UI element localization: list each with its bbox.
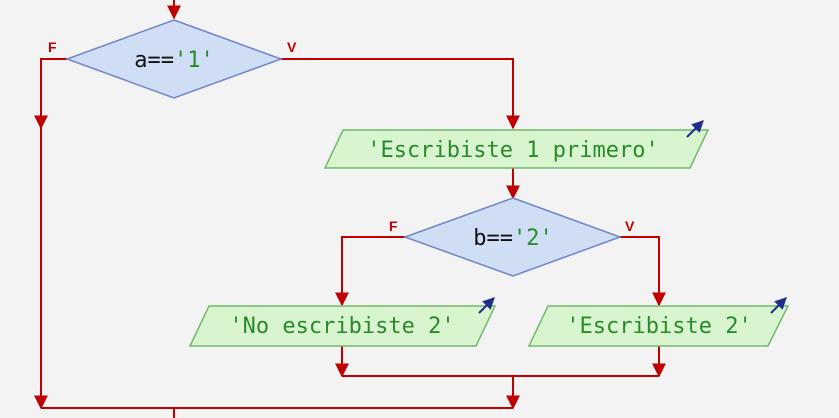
- output-si2[interactable]: 'Escribiste 2': [527, 297, 790, 347]
- output-si2-shape: [527, 305, 790, 347]
- output-no2[interactable]: 'No escribiste 2': [188, 297, 497, 347]
- cond-b-false-line: [335, 236, 405, 307]
- output-primero-shape: [323, 129, 710, 169]
- cond-b-true-line: [620, 236, 666, 307]
- decision-a-op: ==: [148, 48, 175, 73]
- output-primero[interactable]: 'Escribiste 1 primero': [323, 120, 710, 169]
- decision-a-true-tag: V: [287, 39, 297, 55]
- output-primero-text: 'Escribiste 1 primero': [367, 138, 658, 163]
- decision-b-diamond: [402, 197, 623, 277]
- flow-lines: [34, 0, 666, 418]
- decision-a-literal: '1': [174, 48, 214, 73]
- output-arrow-icon: [478, 297, 495, 314]
- decision-b-var: b: [473, 226, 486, 251]
- output-arrow-icon: [686, 120, 704, 138]
- decision-b-label: b=='2': [473, 226, 553, 251]
- decision-b-true-tag: V: [625, 218, 635, 234]
- decision-a-label: a=='1': [134, 48, 214, 73]
- decision-b-literal: '2': [513, 226, 553, 251]
- cond-a-true-line: [281, 58, 520, 130]
- decision-a-var: a: [134, 48, 147, 73]
- decision-a-false-tag: F: [48, 39, 57, 55]
- output-no2-shape: [188, 305, 497, 347]
- cond-a-false-line: [34, 58, 67, 130]
- decision-a-diamond: [64, 19, 284, 99]
- output-no2-text: 'No escribiste 2': [229, 314, 454, 339]
- decision-a[interactable]: a=='1' F V: [48, 19, 297, 99]
- output-si2-text: 'Escribiste 2': [566, 314, 751, 339]
- decision-b-op: ==: [487, 226, 514, 251]
- output-arrow-icon: [770, 297, 787, 314]
- decision-b[interactable]: b=='2' F V: [389, 197, 635, 277]
- decision-b-false-tag: F: [389, 218, 398, 234]
